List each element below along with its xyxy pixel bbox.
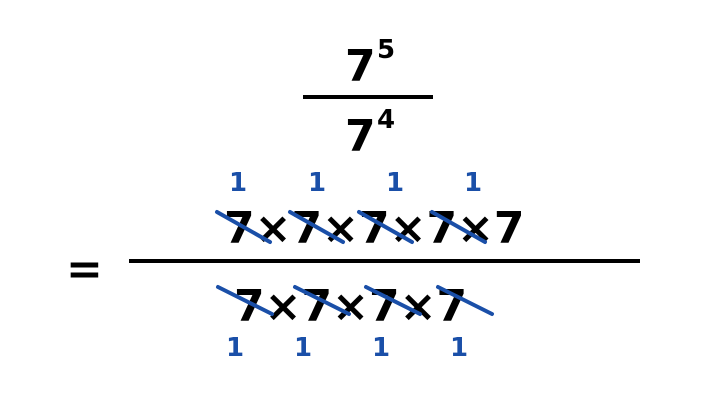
numerator-one-2: 1 — [308, 168, 327, 198]
top-denominator-base: 7 — [345, 111, 376, 162]
expanded-numerator: 7×7×7×7×7 — [224, 203, 525, 254]
expanded-denominator: 7×7×7×7 — [234, 281, 468, 332]
top-fraction-bar — [303, 95, 433, 99]
denominator-one-4: 1 — [450, 333, 469, 363]
main-fraction-bar — [129, 259, 640, 263]
top-numerator-base: 7 — [345, 41, 376, 92]
denominator-one-2: 1 — [294, 333, 313, 363]
top-denominator: 7 4 — [345, 107, 395, 159]
top-numerator: 7 5 — [345, 37, 395, 89]
numerator-one-3: 1 — [386, 168, 405, 198]
numerator-one-4: 1 — [464, 168, 483, 198]
top-denominator-exponent: 4 — [377, 105, 396, 135]
denominator-one-3: 1 — [372, 333, 391, 363]
numerator-one-1: 1 — [229, 168, 248, 198]
equals-sign: = — [66, 244, 103, 295]
top-numerator-exponent: 5 — [377, 35, 396, 65]
denominator-one-1: 1 — [226, 333, 245, 363]
